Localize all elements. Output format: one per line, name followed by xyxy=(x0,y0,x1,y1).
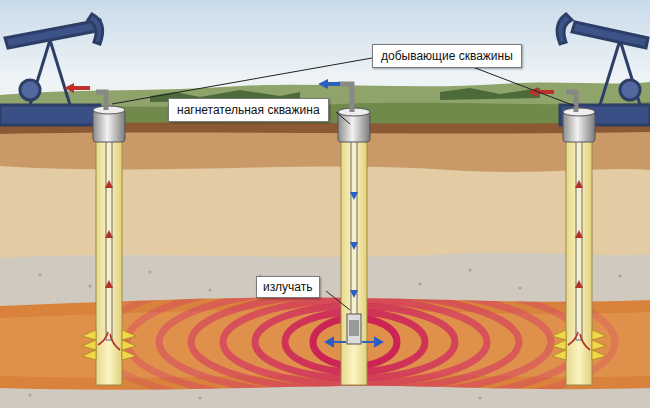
callout-box: нагнетательная скважина xyxy=(168,98,329,122)
callout-box: добывающие скважины xyxy=(372,44,522,68)
callout-text: нагнетательная скважина xyxy=(177,103,320,117)
callout-box: излучать xyxy=(256,276,320,298)
callout-text: добывающие скважины xyxy=(381,49,513,63)
callout-text: излучать xyxy=(263,280,313,294)
